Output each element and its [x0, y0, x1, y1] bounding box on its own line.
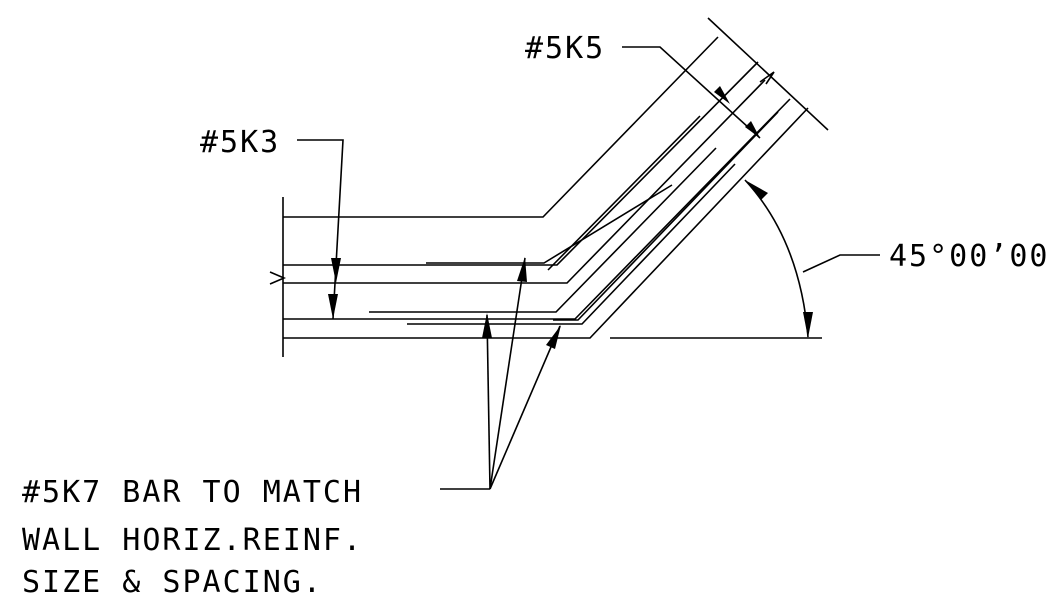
note-leader-2	[489, 257, 526, 490]
bar-k3-arrow-2	[328, 294, 338, 319]
wall-inner-face	[283, 36, 719, 218]
angle-arrow-bottom	[803, 312, 813, 338]
bar-k3-mid	[283, 79, 766, 284]
bar-k3-arrow-1	[331, 258, 341, 283]
wall-outer-face	[283, 107, 809, 339]
note-line-1: #5K7 BAR TO MATCH	[22, 475, 363, 510]
bar-k3-leader	[297, 139, 344, 320]
angled-break-symbol	[759, 71, 775, 85]
corner-bar-1	[426, 184, 673, 264]
bar-k5-arrow-1	[714, 86, 730, 104]
note-leader-1	[486, 314, 491, 490]
note-line-2: WALL HORIZ.REINF.	[22, 523, 363, 558]
corner-bar-3	[407, 163, 736, 325]
bar-k3-top	[283, 61, 759, 266]
bar-k5-label: #5K5	[525, 31, 605, 66]
bar-k5-inner	[553, 111, 779, 321]
corner-bar-4	[547, 115, 701, 271]
bar-k5-arrow-2	[745, 121, 760, 138]
note-arrow-3	[546, 325, 561, 349]
angle-label: 45°00’00	[889, 239, 1050, 274]
note-leader-3	[489, 325, 561, 490]
angle-leader	[802, 254, 880, 273]
angled-wall-end-line	[707, 17, 829, 131]
wall-break-symbol	[269, 271, 287, 285]
note-arrow-2	[517, 257, 527, 282]
note-line-3: SIZE & SPACING.	[22, 565, 323, 596]
bar-k5-leader	[622, 46, 761, 139]
bar-k3-label: #5K3	[200, 125, 280, 160]
note-arrow-1	[482, 313, 492, 338]
corner-bar-2	[369, 147, 717, 313]
angle-arc	[744, 179, 809, 338]
bar-k3-low	[283, 98, 791, 320]
angle-arrow-top	[745, 180, 768, 200]
